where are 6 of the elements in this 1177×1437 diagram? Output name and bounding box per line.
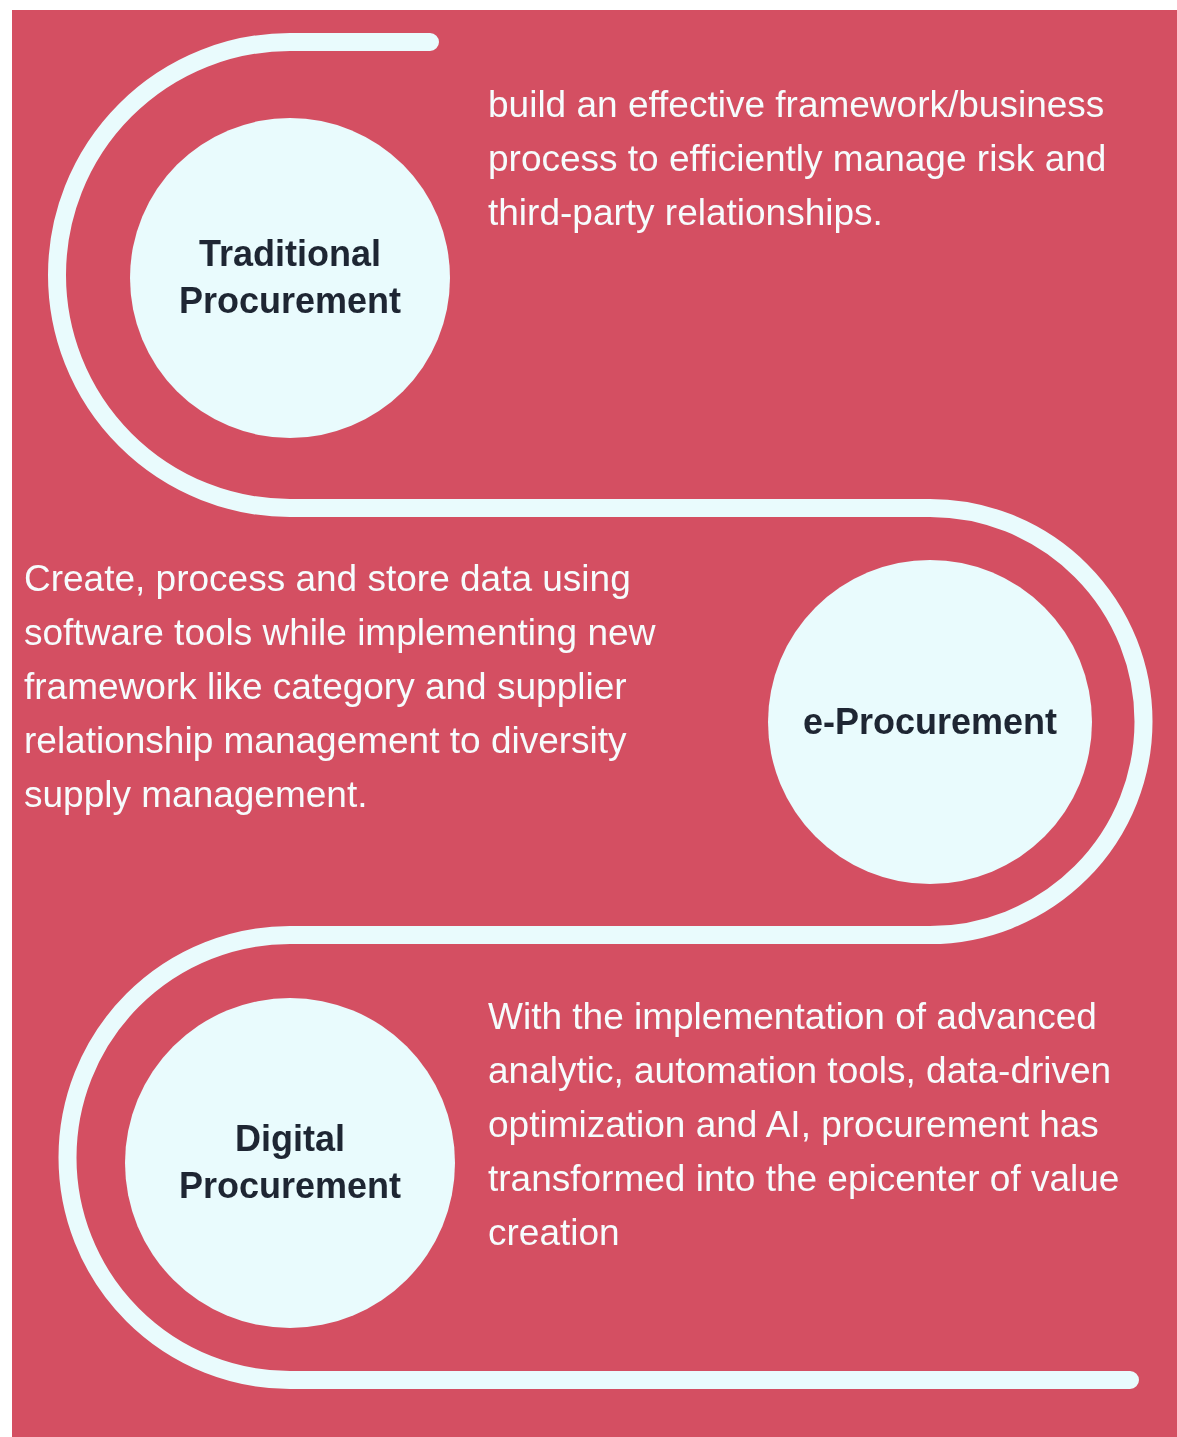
stage-description: build an effective framework/business process to efficiently manage risk and third-party relationships. xyxy=(488,83,1108,235)
stage-description: Create, process and store data using software tools while implementing new framework like category and supplier relationship management to diversity supply management. xyxy=(24,557,657,817)
stage-title: e-Procurement xyxy=(801,699,1059,744)
stage-title: Traditional Procurement xyxy=(177,232,403,323)
stage-title: Digital Procurement xyxy=(177,1117,403,1208)
stage-description: With the implementation of advanced analytic, automation tools, data-driven optimization and AI, procurement has transformed into the epicenter of value creation xyxy=(488,995,1121,1255)
